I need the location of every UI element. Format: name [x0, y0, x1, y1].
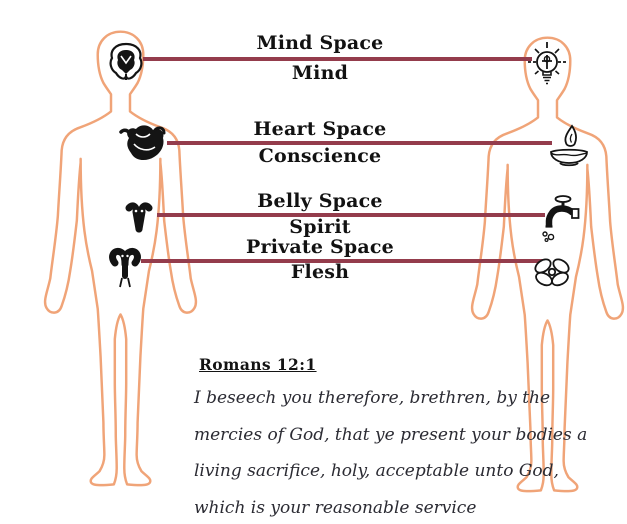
heart-connector-line: [167, 141, 552, 145]
verse-line-1: I beseech you therefore, brethren, by th…: [194, 388, 551, 408]
mind-space-label: Mind Space: [256, 32, 384, 54]
verse-line-4: which is your reasonable service: [194, 497, 477, 518]
oil-lamp-icon: [546, 124, 592, 170]
private-connector-line: [141, 259, 544, 263]
mind-connector-line: [143, 57, 532, 61]
spirit-label: Spirit: [289, 216, 351, 238]
conscience-label: Conscience: [258, 145, 382, 167]
brain-icon: [107, 42, 145, 82]
water-tap-icon: [536, 194, 582, 242]
flower-icon: [530, 254, 574, 290]
belly-space-label: Belly Space: [257, 190, 383, 212]
belly-connector-line: [157, 213, 545, 217]
heart-space-label: Heart Space: [253, 118, 387, 140]
anatomical-heart-icon: [119, 125, 167, 161]
verse-reference: Romans 12:1: [199, 355, 317, 374]
verse-block: Romans 12:1 I beseech you therefore, bre…: [194, 355, 588, 524]
womb-icon: [108, 247, 142, 289]
verse-line-2: mercies of God, that ye present your bod…: [194, 424, 588, 445]
lightbulb-cross-icon: [526, 40, 568, 86]
mind-label: Mind: [291, 62, 349, 84]
private-space-label: Private Space: [246, 236, 394, 258]
verse-line-3: living sacrifice, holy, acceptable unto …: [194, 461, 559, 481]
stomach-icon: [124, 202, 154, 236]
flesh-label: Flesh: [290, 261, 350, 283]
